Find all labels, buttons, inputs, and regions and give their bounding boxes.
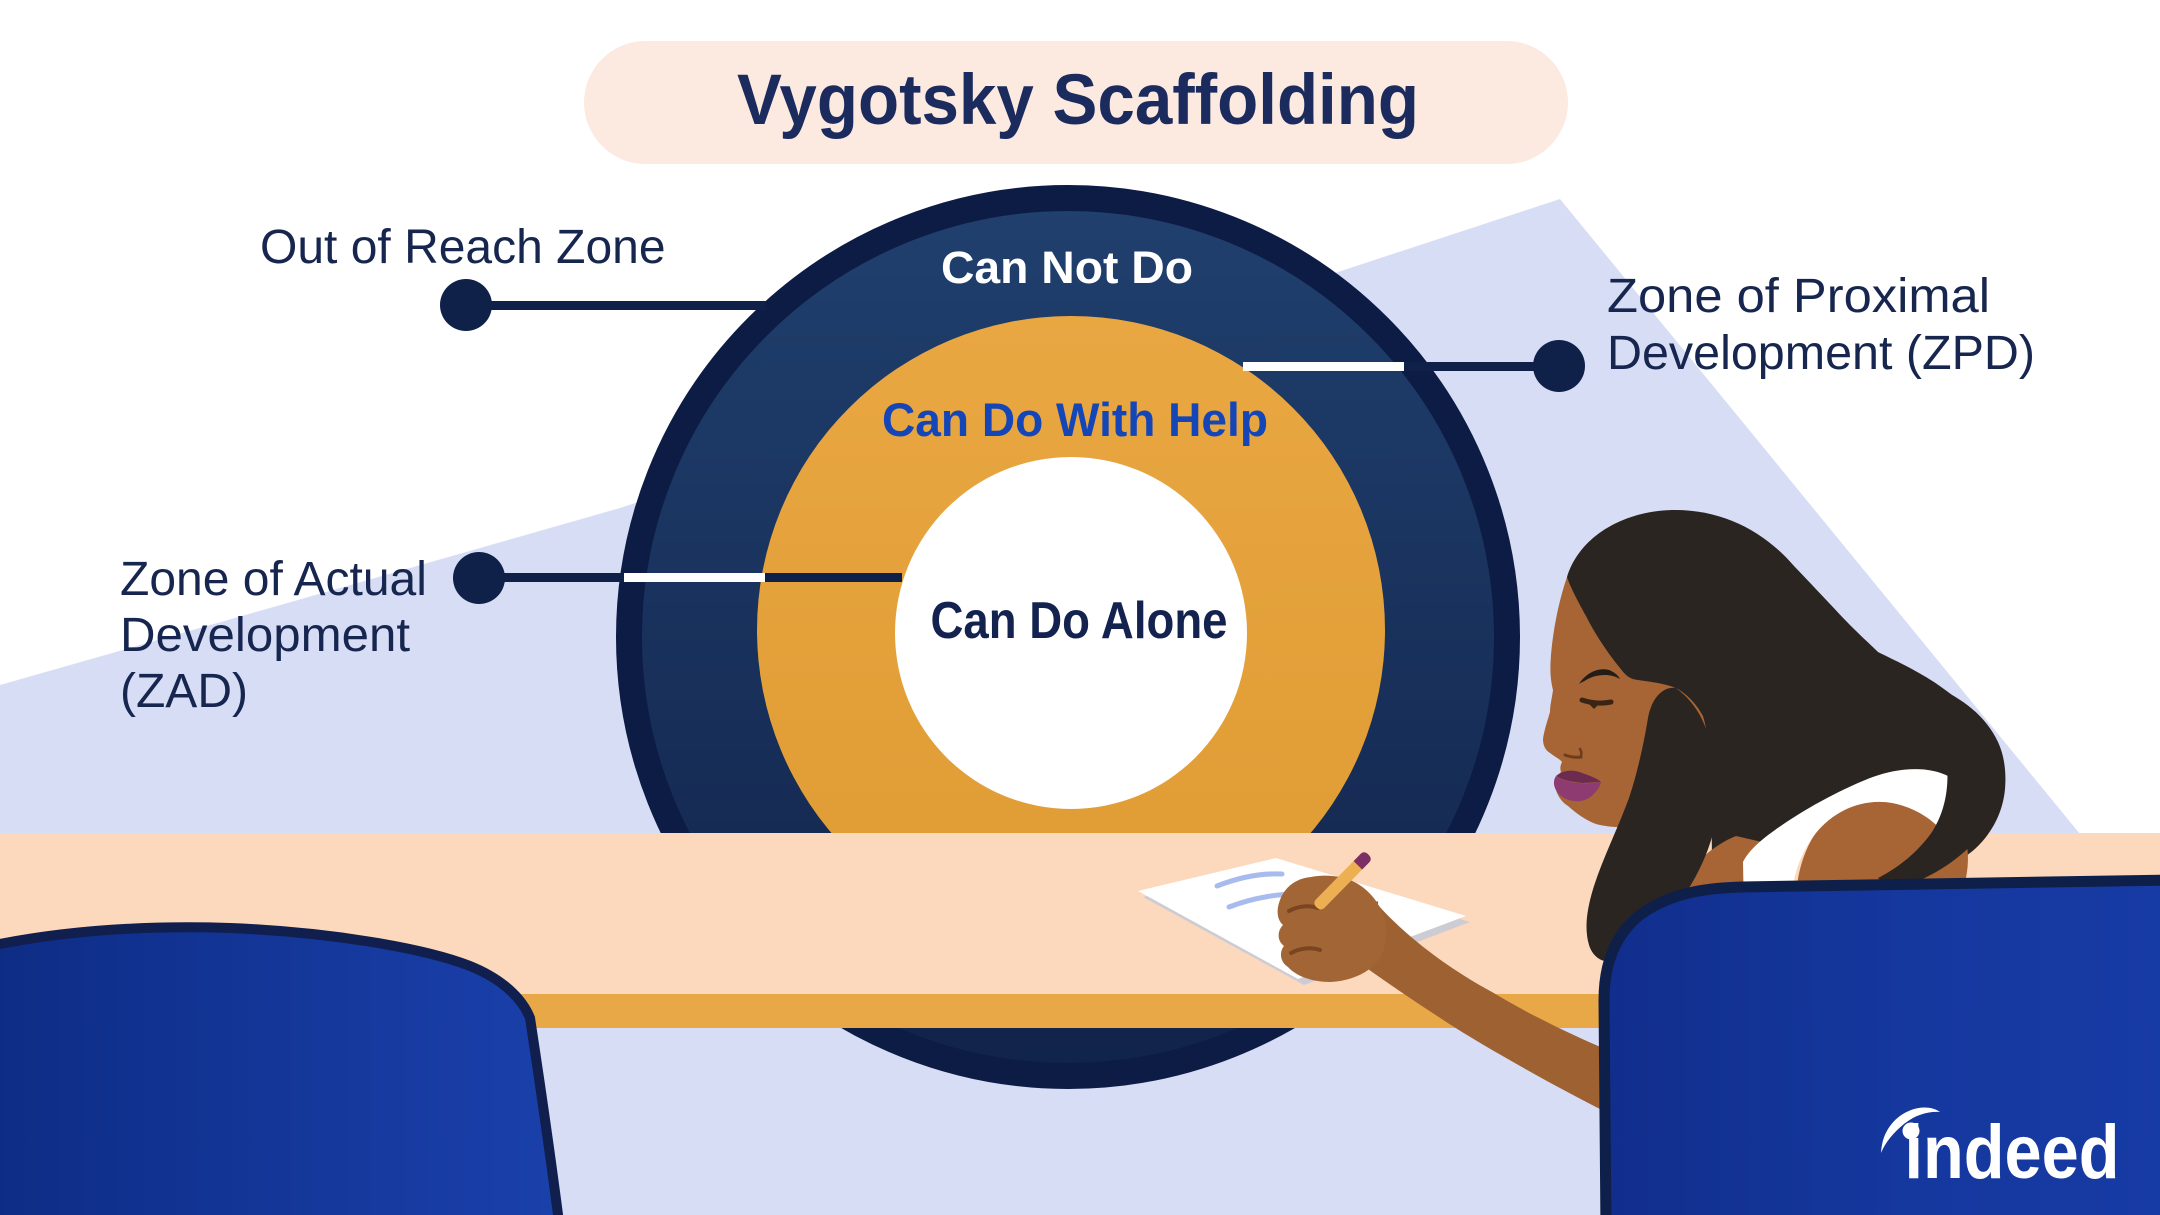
- svg-text:Development (ZPD): Development (ZPD): [1607, 327, 2035, 380]
- svg-text:Development: Development: [120, 609, 410, 662]
- svg-text:Zone of Proximal: Zone of Proximal: [1607, 270, 1990, 323]
- svg-text:Zone of Actual: Zone of Actual: [120, 553, 427, 606]
- svg-text:Vygotsky Scaffolding: Vygotsky Scaffolding: [737, 61, 1419, 140]
- svg-text:Out of Reach Zone: Out of Reach Zone: [260, 221, 666, 274]
- svg-text:Can Not Do: Can Not Do: [941, 242, 1193, 293]
- svg-text:indeed: indeed: [1905, 1110, 2120, 1195]
- svg-text:Can Do With Help: Can Do With Help: [882, 393, 1268, 446]
- svg-text:Can Do Alone: Can Do Alone: [931, 592, 1228, 650]
- svg-text:(ZAD): (ZAD): [120, 665, 248, 718]
